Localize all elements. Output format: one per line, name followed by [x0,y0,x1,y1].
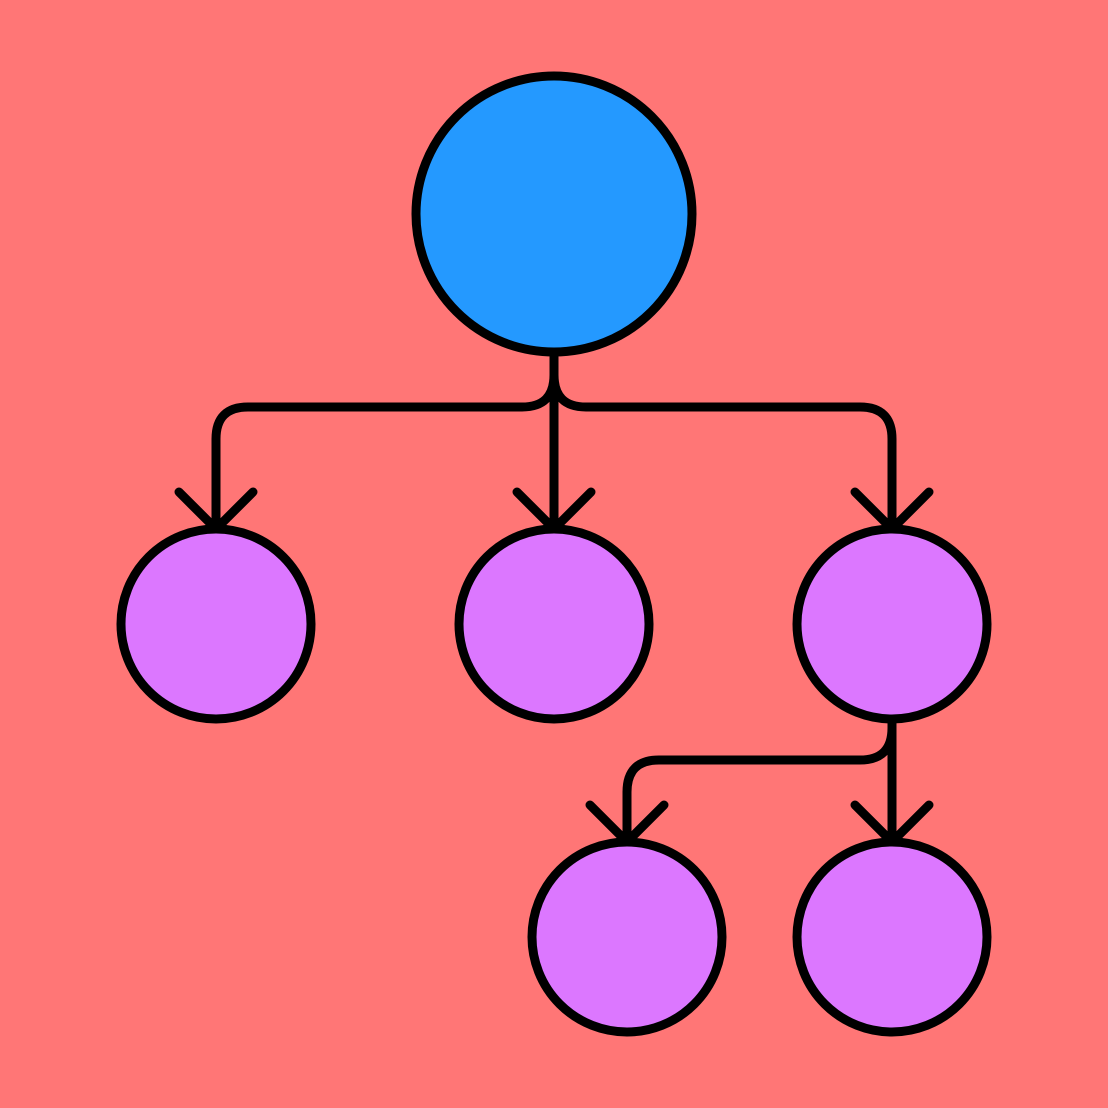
node-grandchild-1 [527,837,727,1037]
node-child-2 [454,524,654,724]
node-child-3 [792,524,992,724]
node-root [411,71,697,357]
node-grandchild-2 [792,837,992,1037]
edge-root-to-child-3 [549,347,897,534]
node-child-1 [116,524,316,724]
nodes-layer [116,71,992,1037]
